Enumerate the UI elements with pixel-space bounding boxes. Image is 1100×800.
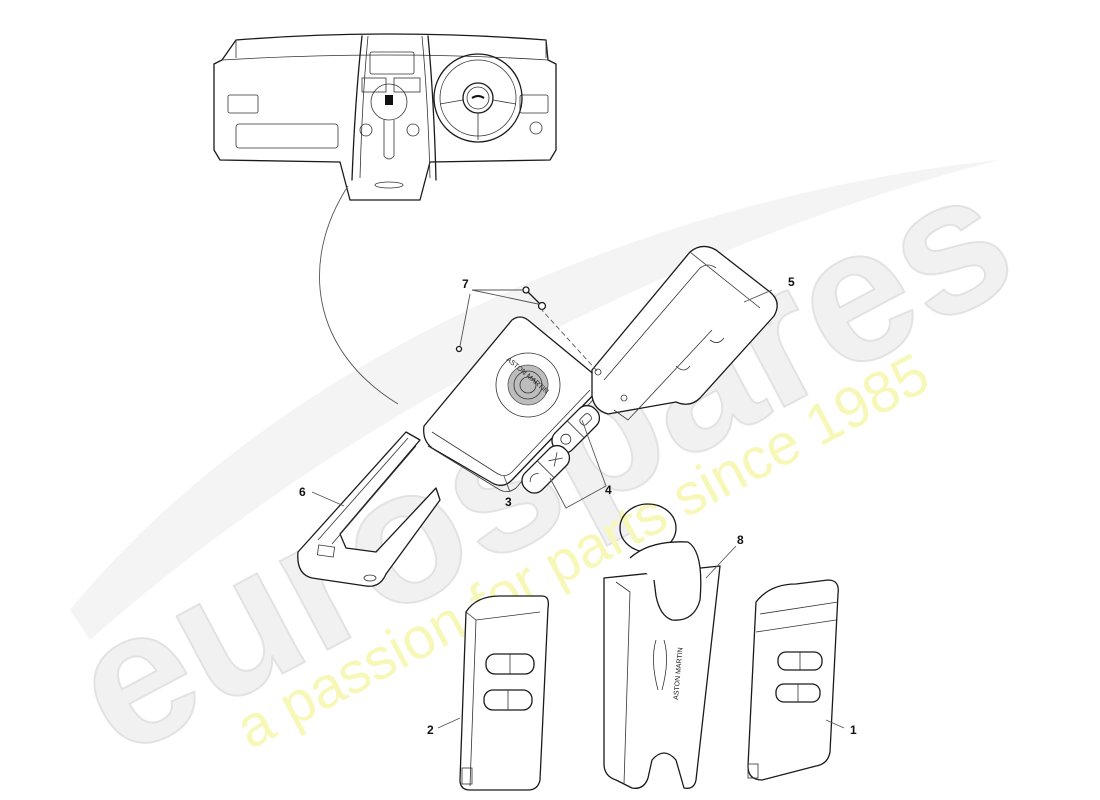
key-holder-brand: ASTON MARTIN <box>673 647 685 700</box>
part-7-screws <box>455 286 599 373</box>
part-5-dock-cover <box>591 245 778 421</box>
dashboard-overview <box>213 33 557 201</box>
dock-location-marker <box>385 95 393 105</box>
part-6-trim-bezel <box>297 431 441 587</box>
callout-6: 6 <box>299 485 306 499</box>
part-2-key-fob <box>459 595 550 791</box>
callout-7: 7 <box>462 277 469 291</box>
callout-4: 4 <box>605 483 612 497</box>
callout-labels: 1 2 3 4 5 6 7 8 <box>299 275 857 737</box>
part-3-docking-housing: ASTON MARTIN <box>423 316 600 492</box>
part-1-key-fob <box>747 579 839 781</box>
callout-1: 1 <box>850 723 857 737</box>
callout-8: 8 <box>737 533 744 547</box>
overview-leader-line <box>319 185 399 405</box>
callout-2: 2 <box>427 723 434 737</box>
callout-5: 5 <box>788 275 795 289</box>
part-8-key-holder: ASTON MARTIN <box>603 503 721 789</box>
callout-leaders <box>311 289 845 729</box>
callout-3: 3 <box>505 495 512 509</box>
part-4-dock-buttons <box>521 404 607 509</box>
